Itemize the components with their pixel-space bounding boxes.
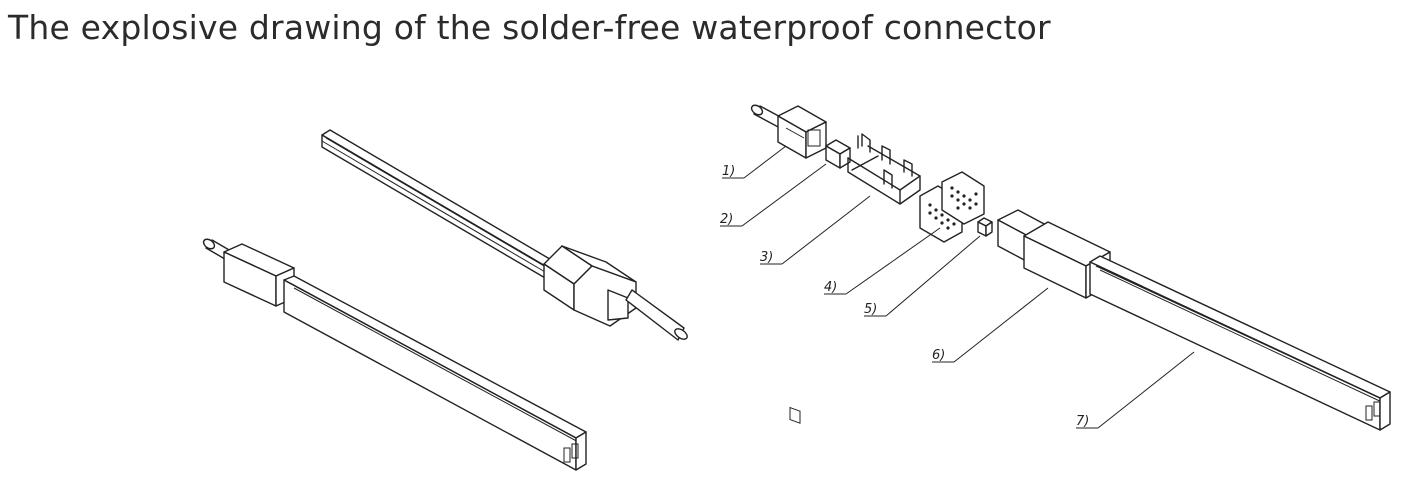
callout-2: 2) (720, 212, 733, 227)
callout-5: 5) (864, 302, 877, 317)
callout-4: 4) (824, 280, 837, 295)
callout-7: 7) (1076, 414, 1089, 429)
part-3-terminal (847, 133, 921, 205)
callout-leaders (720, 145, 1195, 429)
part-2-insert (825, 139, 851, 169)
callout-6: 6) (932, 348, 945, 363)
part-4-contact-plates (919, 171, 985, 243)
left-upper-end-cap (543, 245, 637, 327)
figure-title: The explosive drawing of the solder-free… (8, 8, 1051, 47)
callout-1: 1) (722, 164, 735, 179)
left-upper-strip (321, 129, 561, 283)
part-5-spacer (977, 217, 993, 237)
part-1-clip-housing (750, 104, 827, 424)
left-upper-cable (625, 289, 688, 341)
callout-3: 3) (760, 250, 773, 265)
left-lower-strip (283, 275, 587, 471)
part-7-strip-profile (1089, 255, 1391, 431)
